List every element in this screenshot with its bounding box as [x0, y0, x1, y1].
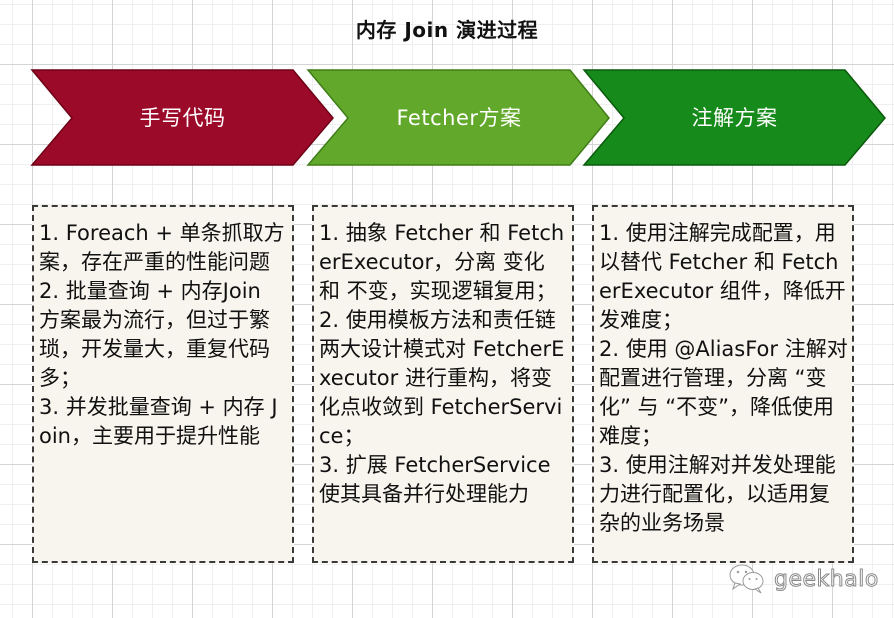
stage-label-3: 注解方案: [691, 106, 778, 130]
description-item: 2. 使用 @AliasFor 注解对配置进行管理，分离 “变化” 与 “不变”…: [599, 337, 848, 448]
description-item: 3. 并发批量查询 + 内存 Join，主要用于提升性能: [39, 395, 278, 448]
diagram-title: 内存 Join 演进过程: [355, 18, 539, 42]
stage-label-1: 手写代码: [139, 106, 226, 130]
description-item: 2. 使用模板方法和责任链两大设计模式对 FetcherExecutor 进行重…: [319, 308, 565, 448]
description-item: 1. 使用注解完成配置，用以替代 Fetcher 和 FetcherExecut…: [599, 221, 846, 332]
stage-description-3: 1. 使用注解完成配置，用以替代 Fetcher 和 FetcherExecut…: [592, 205, 854, 563]
description-item: 1. 抽象 Fetcher 和 FetcherExecutor，分离 变化 和 …: [319, 221, 565, 303]
watermark-text: geekhalo: [774, 566, 879, 592]
stage-description-2: 1. 抽象 Fetcher 和 FetcherExecutor，分离 变化 和 …: [312, 205, 574, 563]
stage-arrow-2: [306, 69, 610, 166]
watermark: geekhalo: [728, 562, 879, 596]
description-item: 2. 批量查询 + 内存Join 方案最为流行，但过于繁琐，开发量大，重复代码多…: [39, 279, 270, 390]
stage-arrow-3: [582, 69, 886, 166]
description-item: 3. 使用注解对并发处理能力进行配置化，以适用复杂的业务场景: [599, 453, 836, 535]
stage-label-2: Fetcher方案: [396, 106, 522, 130]
description-item: 1. Foreach + 单条抓取方案，存在严重的性能问题: [39, 221, 285, 274]
stage-arrow-1: [30, 69, 334, 166]
stage-description-1: 1. Foreach + 单条抓取方案，存在严重的性能问题 2. 批量查询 + …: [32, 205, 294, 563]
wechat-icon: [729, 564, 764, 594]
description-item: 3. 扩展 FetcherService 使其具备并行处理能力: [319, 453, 551, 506]
